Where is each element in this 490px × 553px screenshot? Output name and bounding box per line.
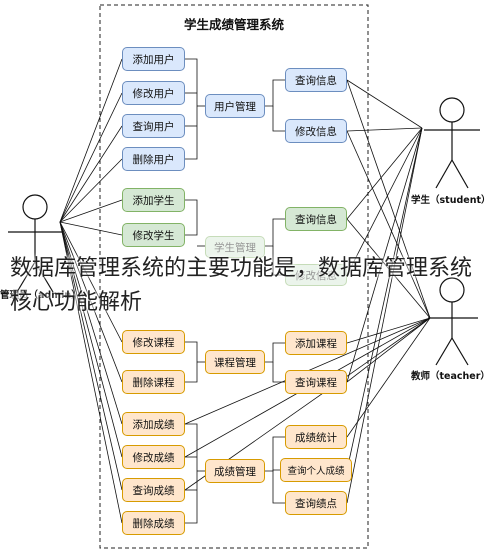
- add-course-usecase: 添加课程: [285, 331, 347, 355]
- user-mgmt-module: 用户管理: [205, 94, 265, 118]
- student-mgmt-module: 学生管理: [205, 236, 265, 258]
- add-grade-usecase: 添加成绩: [122, 412, 185, 436]
- edit-course-usecase: 修改课程: [122, 330, 185, 354]
- edit-student-usecase: 修改学生: [122, 223, 185, 247]
- course-mgmt-module: 课程管理: [205, 350, 265, 374]
- edit-grade-usecase: 修改成绩: [122, 445, 185, 469]
- query-info-usecase-2: 查询信息: [285, 207, 347, 231]
- query-user-usecase: 查询用户: [122, 114, 185, 138]
- edit-info-usecase-2: 修改信息: [285, 264, 347, 286]
- admin-actor-label: 管理员（admin）: [0, 290, 81, 301]
- edit-user-usecase: 修改用户: [122, 81, 185, 105]
- query-grade-usecase: 查询成绩: [122, 478, 185, 502]
- query-grade-points-usecase: 查询绩点: [285, 491, 347, 515]
- delete-grade-usecase: 删除成绩: [122, 511, 185, 535]
- student-actor-figure: [424, 97, 480, 189]
- query-course-usecase: 查询课程: [285, 370, 347, 394]
- query-info-usecase-1: 查询信息: [285, 68, 347, 92]
- query-personal-grade-usecase: 查询个人成绩: [280, 458, 352, 482]
- student-actor-label: 学生（student）: [411, 195, 490, 206]
- add-student-usecase: 添加学生: [122, 188, 185, 212]
- teacher-actor-label: 教师（teacher）: [411, 371, 490, 382]
- delete-user-usecase: 删除用户: [122, 147, 185, 171]
- edit-info-usecase-1: 修改信息: [285, 119, 347, 143]
- teacher-actor-figure: [428, 277, 478, 366]
- grade-stats-usecase: 成绩统计: [285, 425, 347, 449]
- delete-course-usecase: 删除课程: [122, 370, 185, 394]
- overlay-caption: 数据库管理系统的主要功能是，数据库管理系统核心功能解析: [10, 256, 473, 315]
- add-user-usecase: 添加用户: [122, 47, 185, 71]
- connector-lines: [59, 58, 431, 524]
- system-boundary: [99, 4, 369, 549]
- grade-mgmt-module: 成绩管理: [205, 459, 265, 483]
- admin-actor-figure: [8, 194, 62, 293]
- system-title: 学生成绩管理系统: [183, 17, 284, 32]
